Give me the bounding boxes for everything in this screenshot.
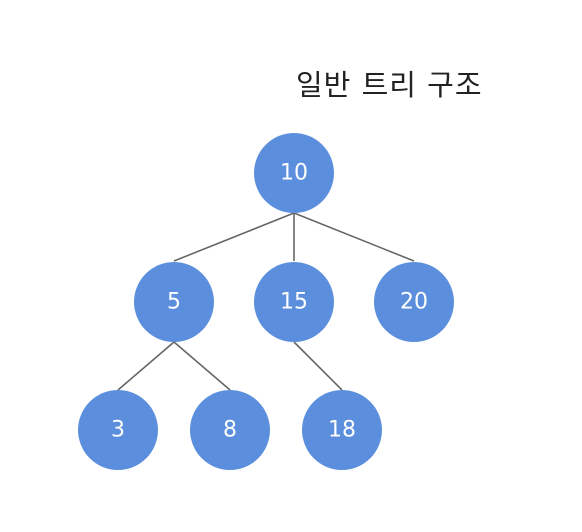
node-3: 3 bbox=[78, 390, 158, 470]
node-8-label: 8 bbox=[223, 418, 237, 443]
node-20-label: 20 bbox=[400, 290, 428, 315]
edge-5-8 bbox=[173, 341, 231, 391]
node-8-circle bbox=[190, 390, 270, 470]
node-18: 18 bbox=[302, 390, 382, 470]
node-10: 10 bbox=[254, 133, 334, 213]
edge-15-18 bbox=[293, 341, 343, 391]
edge-10-5 bbox=[173, 212, 295, 262]
node-18-label: 18 bbox=[328, 418, 356, 443]
node-20-circle bbox=[374, 262, 454, 342]
node-8: 8 bbox=[190, 390, 270, 470]
node-10-circle bbox=[254, 133, 334, 213]
tree-nodes: 10 5 15 20 3 8 18 bbox=[78, 133, 454, 470]
node-5-circle bbox=[134, 262, 214, 342]
node-18-circle bbox=[302, 390, 382, 470]
node-10-label: 10 bbox=[280, 161, 308, 186]
diagram-title: 일반 트리 구조 bbox=[296, 68, 483, 102]
tree-edges bbox=[117, 212, 415, 391]
node-3-circle bbox=[78, 390, 158, 470]
node-20: 20 bbox=[374, 262, 454, 342]
node-15-circle bbox=[254, 262, 334, 342]
node-5-label: 5 bbox=[167, 290, 181, 315]
node-15-label: 15 bbox=[280, 290, 308, 315]
edge-5-3 bbox=[117, 341, 175, 391]
node-3-label: 3 bbox=[111, 418, 125, 443]
node-5: 5 bbox=[134, 262, 214, 342]
node-15: 15 bbox=[254, 262, 334, 342]
edge-10-20 bbox=[293, 212, 415, 262]
